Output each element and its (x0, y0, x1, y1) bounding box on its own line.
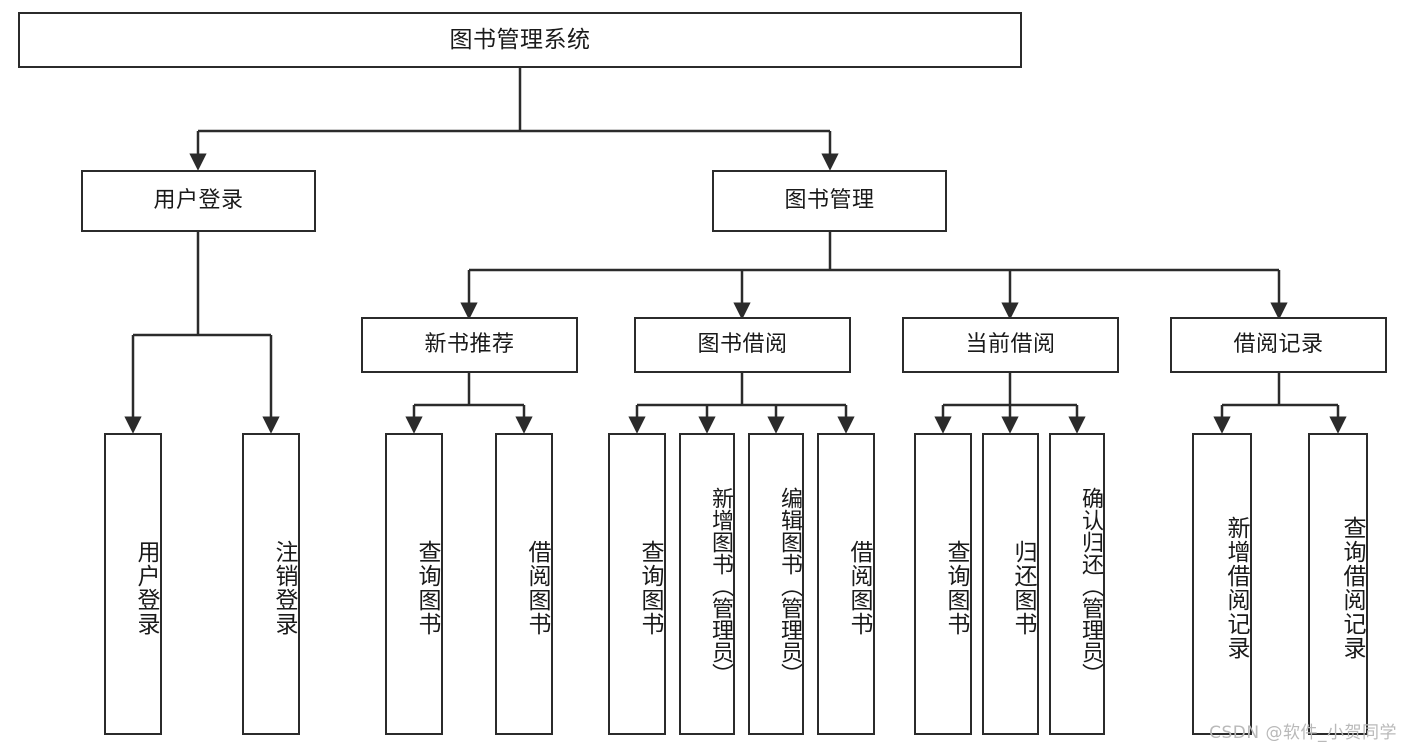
node-leaf-query-record[interactable]: 查询借阅记录 (1308, 433, 1368, 735)
node-leaf-query-book-2[interactable]: 查询图书 (608, 433, 666, 735)
node-leaf-return-book-label: 归还图书 (1010, 540, 1036, 636)
node-leaf-query-book-3-label: 查询图书 (943, 540, 969, 636)
node-leaf-confirm-return-label: 确认归还（管理员） (1078, 487, 1103, 685)
csdn-watermark: CSDN @软件_小贺同学 (1209, 723, 1397, 743)
node-leaf-edit-book[interactable]: 编辑图书（管理员） (748, 433, 804, 735)
node-leaf-return-book[interactable]: 归还图书 (982, 433, 1039, 735)
node-user-login-label: 用户登录 (153, 188, 244, 214)
node-leaf-user-login[interactable]: 用户登录 (104, 433, 162, 735)
node-book-borrow-label: 图书借阅 (697, 332, 788, 358)
node-leaf-borrow-book-1-label: 借阅图书 (524, 540, 550, 636)
node-leaf-query-book-1[interactable]: 查询图书 (385, 433, 443, 735)
node-leaf-query-book-2-label: 查询图书 (637, 540, 663, 636)
node-leaf-borrow-book-2[interactable]: 借阅图书 (817, 433, 875, 735)
node-root[interactable]: 图书管理系统 (18, 12, 1022, 68)
node-current-borrow-label: 当前借阅 (965, 332, 1056, 358)
node-borrow-record-label: 借阅记录 (1233, 332, 1324, 358)
node-leaf-logout-label: 注销登录 (271, 540, 297, 636)
node-leaf-logout[interactable]: 注销登录 (242, 433, 300, 735)
node-leaf-query-book-3[interactable]: 查询图书 (914, 433, 972, 735)
node-leaf-add-book-label: 新增图书（管理员） (708, 487, 733, 685)
node-book-borrow[interactable]: 图书借阅 (634, 317, 851, 373)
node-user-login[interactable]: 用户登录 (81, 170, 316, 232)
node-leaf-user-login-label: 用户登录 (133, 540, 159, 636)
node-leaf-borrow-book-1[interactable]: 借阅图书 (495, 433, 553, 735)
node-leaf-add-record[interactable]: 新增借阅记录 (1192, 433, 1252, 735)
node-leaf-edit-book-label: 编辑图书（管理员） (777, 487, 802, 685)
node-book-manage[interactable]: 图书管理 (712, 170, 947, 232)
node-leaf-query-record-label: 查询借阅记录 (1339, 516, 1365, 660)
node-leaf-add-book[interactable]: 新增图书（管理员） (679, 433, 735, 735)
node-leaf-borrow-book-2-label: 借阅图书 (846, 540, 872, 636)
node-book-manage-label: 图书管理 (784, 188, 875, 214)
node-borrow-record[interactable]: 借阅记录 (1170, 317, 1387, 373)
node-leaf-query-book-1-label: 查询图书 (414, 540, 440, 636)
node-leaf-confirm-return[interactable]: 确认归还（管理员） (1049, 433, 1105, 735)
node-new-book-rec[interactable]: 新书推荐 (361, 317, 578, 373)
node-leaf-add-record-label: 新增借阅记录 (1223, 516, 1249, 660)
node-current-borrow[interactable]: 当前借阅 (902, 317, 1119, 373)
node-new-book-rec-label: 新书推荐 (424, 332, 515, 358)
node-root-label: 图书管理系统 (449, 26, 591, 53)
